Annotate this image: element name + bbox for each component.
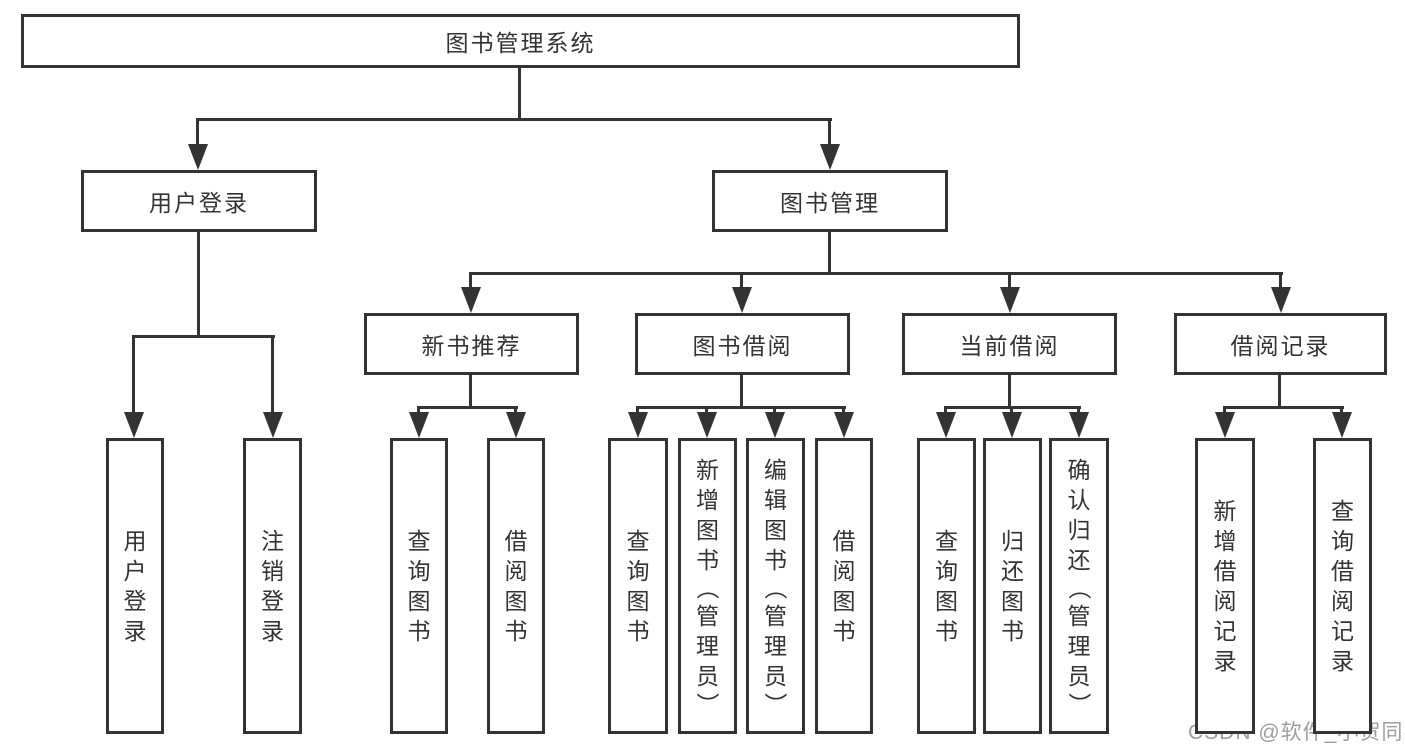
node-label: 借阅图书: [832, 528, 856, 644]
node-leaf-query-book-3: 查询图书: [917, 438, 976, 734]
node-leaf-confirm-return: 确认归还（管理员）: [1049, 438, 1109, 734]
node-leaf-add-book: 新增图书（管理员）: [678, 438, 737, 734]
node-label: 归还图书: [1001, 528, 1024, 644]
node-leaf-add-record: 新增借阅记录: [1195, 438, 1255, 734]
connector-drop: [196, 118, 199, 144]
connector-bar: [196, 118, 832, 121]
node-book-borrow: 图书借阅: [635, 313, 850, 375]
node-label: 新书推荐: [421, 333, 522, 359]
connector-stem: [518, 68, 521, 121]
node-label: 注销登录: [261, 528, 284, 644]
arrowhead-down-icon: [124, 412, 144, 438]
arrowhead-down-icon: [820, 144, 840, 170]
arrowhead-down-icon: [936, 412, 956, 438]
node-borrow-record: 借阅记录: [1174, 313, 1387, 375]
connector-drop: [1077, 406, 1080, 412]
arrowhead-down-icon: [461, 287, 481, 313]
connector-drop: [1223, 406, 1226, 412]
node-label: 编辑图书（管理员）: [762, 457, 789, 716]
arrowhead-down-icon: [697, 412, 717, 438]
arrowhead-down-icon: [263, 412, 283, 438]
connector-bar: [636, 406, 846, 409]
connector-stem: [740, 375, 743, 409]
arrowhead-down-icon: [1002, 412, 1022, 438]
node-current-borrow: 当前借阅: [902, 313, 1117, 375]
arrowhead-down-icon: [834, 412, 854, 438]
connector-drop: [636, 406, 639, 412]
arrowhead-down-icon: [409, 412, 429, 438]
node-label: 用户登录: [123, 528, 147, 644]
arrowhead-down-icon: [628, 412, 648, 438]
node-leaf-edit-book: 编辑图书（管理员）: [746, 438, 805, 734]
node-label: 查询借阅记录: [1331, 498, 1354, 674]
node-leaf-query-record: 查询借阅记录: [1313, 438, 1372, 734]
node-label: 借阅图书: [504, 528, 528, 644]
node-leaf-borrow-book-2: 借阅图书: [815, 438, 873, 734]
node-label: 图书管理: [780, 190, 880, 216]
node-leaf-return-book: 归还图书: [983, 438, 1042, 734]
node-label: 查询图书: [626, 528, 650, 644]
connector-drop: [132, 335, 135, 412]
node-label: 图书管理系统: [445, 30, 596, 56]
node-label: 当前借阅: [959, 333, 1060, 359]
node-label: 借阅记录: [1230, 333, 1331, 359]
connector-stem: [1278, 375, 1281, 409]
node-user-login: 用户登录: [81, 170, 317, 232]
connector-bar: [469, 272, 1283, 275]
connector-drop: [514, 406, 517, 412]
arrowhead-down-icon: [732, 287, 752, 313]
connector-stem: [197, 232, 200, 338]
arrowhead-down-icon: [506, 412, 526, 438]
connector-stem: [469, 375, 472, 409]
node-root: 图书管理系统: [21, 14, 1020, 68]
node-leaf-borrow-book-1: 借阅图书: [487, 438, 545, 734]
arrowhead-down-icon: [188, 144, 208, 170]
node-label: 确认归还（管理员）: [1066, 457, 1092, 716]
connector-drop: [828, 118, 831, 144]
connector-stem: [1008, 375, 1011, 409]
connector-bar: [417, 406, 518, 409]
connector-drop: [1340, 406, 1343, 412]
connector-drop: [469, 272, 472, 287]
arrowhead-down-icon: [1000, 287, 1020, 313]
node-leaf-logout: 注销登录: [243, 438, 302, 734]
node-label: 查询图书: [407, 528, 431, 644]
connector-drop: [842, 406, 845, 412]
connector-drop: [773, 406, 776, 412]
connector-drop: [705, 406, 708, 412]
arrowhead-down-icon: [1069, 412, 1089, 438]
arrowhead-down-icon: [1215, 412, 1235, 438]
node-label: 图书借阅: [692, 333, 793, 359]
connector-drop: [944, 406, 947, 412]
connector-drop: [271, 335, 274, 412]
node-new-book-rec: 新书推荐: [364, 313, 579, 375]
arrowhead-down-icon: [1332, 412, 1352, 438]
connector-drop: [417, 406, 420, 412]
connector-drop: [740, 272, 743, 287]
connector-drop: [1010, 406, 1013, 412]
connector-stem: [828, 232, 831, 275]
node-leaf-query-book-1: 查询图书: [390, 438, 448, 734]
node-leaf-user-login: 用户登录: [106, 438, 164, 734]
node-label: 查询图书: [935, 528, 958, 644]
node-book-mgmt: 图书管理: [712, 170, 948, 232]
node-label: 新增借阅记录: [1213, 498, 1237, 674]
arrowhead-down-icon: [765, 412, 785, 438]
connector-drop: [1279, 272, 1282, 287]
arrowhead-down-icon: [1271, 287, 1291, 313]
connector-bar: [132, 335, 275, 338]
connector-bar: [1223, 406, 1344, 409]
node-leaf-query-book-2: 查询图书: [608, 438, 668, 734]
node-label: 新增图书（管理员）: [694, 457, 721, 716]
connector-drop: [1008, 272, 1011, 287]
node-label: 用户登录: [149, 190, 249, 216]
